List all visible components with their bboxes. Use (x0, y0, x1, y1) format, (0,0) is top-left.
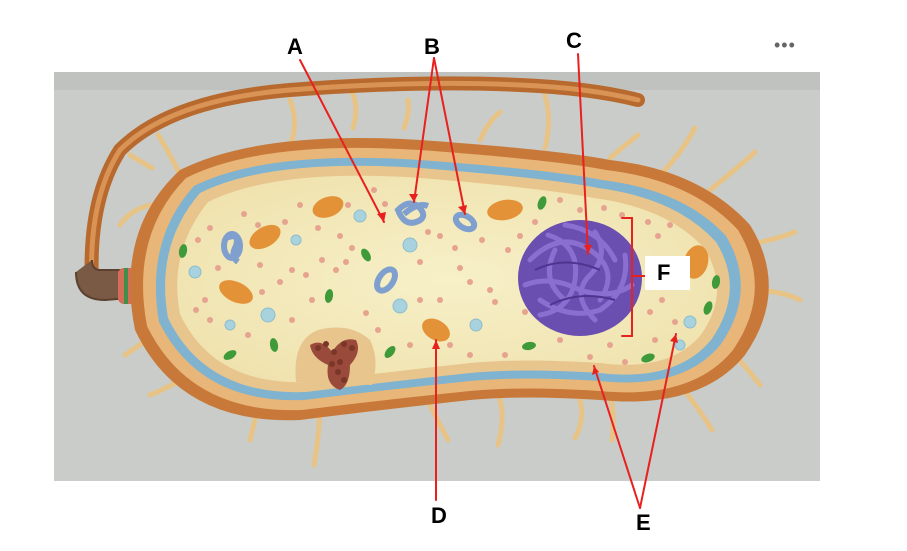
label-f-box (645, 256, 690, 290)
pointer-lines (299, 53, 677, 509)
green-granules (178, 196, 721, 363)
pointer-e-right (639, 333, 677, 509)
more-options-icon[interactable]: ••• (774, 35, 796, 55)
pointer-c (577, 53, 589, 255)
pointer-b-right (433, 57, 466, 215)
pointer-a (299, 59, 385, 223)
vesicles (188, 209, 697, 351)
inclusion-granules (315, 341, 355, 383)
label-b: B (424, 34, 440, 59)
nucleoid (518, 220, 642, 336)
pointer-e-left (593, 365, 641, 509)
pointer-b-left (413, 57, 435, 203)
label-f: F (657, 260, 671, 285)
label-c: C (566, 28, 582, 53)
plasmids (221, 200, 478, 294)
label-a: A (287, 34, 303, 59)
label-d: D (431, 503, 447, 528)
basal-body-ring-1 (124, 268, 128, 304)
flagellum-highlight (89, 80, 641, 288)
pointer-arrowheads (377, 194, 678, 375)
ribosomes (193, 187, 678, 365)
label-e: E (636, 510, 651, 535)
